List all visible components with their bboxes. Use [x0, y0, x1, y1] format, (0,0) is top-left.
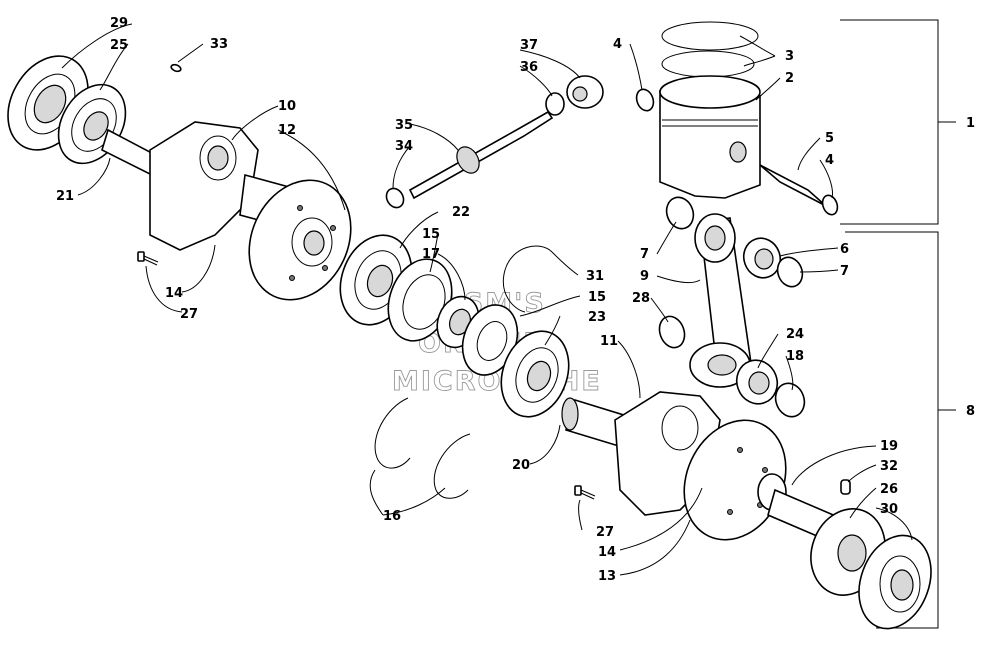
callout-15-right: 15	[588, 290, 606, 305]
callout-26: 26	[880, 482, 898, 497]
callout-labels: 1 2 3 4 4 5 6 7 7 8 9 10 11 12 13 14 14 …	[56, 16, 975, 584]
callout-18: 18	[786, 349, 804, 364]
callout-34: 34	[395, 139, 413, 154]
oil-seal-right	[858, 534, 932, 630]
callout-4-left: 4	[613, 37, 622, 52]
retaining-ring	[502, 245, 553, 313]
piston	[659, 90, 761, 199]
callout-5: 5	[825, 131, 834, 146]
callout-19: 19	[880, 439, 898, 454]
callout-6: 6	[840, 242, 849, 257]
callout-14-right: 14	[598, 545, 616, 560]
piston-ring-lower	[661, 50, 755, 78]
thrust-washer-upper-left	[665, 196, 695, 230]
center-components	[339, 234, 570, 499]
callout-13: 13	[598, 569, 616, 584]
piston-pin-bore	[729, 141, 747, 163]
callout-31: 31	[586, 269, 604, 284]
drive-bearing	[566, 75, 604, 109]
snap-ring-lower	[433, 433, 471, 499]
needle-bearing-large	[735, 359, 779, 405]
group-brackets	[840, 19, 956, 629]
callout-15-upper: 15	[422, 227, 440, 242]
callout-7-left: 7	[640, 247, 649, 262]
callout-37: 37	[520, 38, 538, 53]
thrust-washer-lower-left	[658, 315, 686, 349]
callout-27-left: 27	[180, 307, 198, 322]
screw-left	[137, 251, 159, 266]
callout-1: 1	[966, 116, 975, 131]
callout-23: 23	[588, 310, 606, 325]
pin-clip-left	[635, 88, 655, 112]
thrust-washer-upper-right	[776, 256, 804, 288]
callout-29: 29	[110, 16, 128, 31]
callout-21: 21	[56, 189, 74, 204]
callout-2: 2	[785, 71, 794, 86]
crank-pin-hole-left	[199, 135, 237, 181]
thrust-washer-lower-right	[774, 382, 806, 418]
pin-clip-right	[821, 194, 839, 216]
left-crank-half	[7, 55, 352, 301]
callout-4-right: 4	[825, 153, 834, 168]
drive-shaft-group	[385, 75, 604, 209]
connecting-rod-group	[658, 196, 806, 418]
piston-pin	[759, 164, 827, 207]
callout-27-right: 27	[596, 525, 614, 540]
crank-pin-hole-right	[661, 405, 699, 451]
bracket-piston-assembly	[840, 19, 939, 225]
callout-33: 33	[210, 37, 228, 52]
callout-7-right: 7	[840, 264, 849, 279]
callout-10: 10	[278, 99, 296, 114]
crank-flywheel-left	[248, 179, 352, 301]
drive-gear	[456, 146, 480, 174]
callout-28: 28	[632, 291, 650, 306]
pump-drive-shaft	[408, 110, 554, 200]
callout-12: 12	[278, 123, 296, 138]
dowel-pin	[840, 479, 851, 495]
splined-end	[561, 397, 579, 431]
main-bearing-right	[500, 330, 570, 418]
callout-8: 8	[966, 404, 975, 419]
drive-bushing	[545, 92, 565, 116]
callout-30: 30	[880, 502, 898, 517]
right-crank-half	[561, 391, 932, 630]
needle-bearing-small	[742, 237, 782, 279]
callout-11: 11	[600, 334, 618, 349]
callout-35: 35	[395, 118, 413, 133]
callout-36: 36	[520, 60, 538, 75]
callout-32: 32	[880, 459, 898, 474]
callout-9: 9	[640, 269, 649, 284]
bracket-crankshaft-assembly	[845, 231, 939, 629]
snap-ring-upper	[374, 397, 411, 469]
callout-24: 24	[786, 327, 804, 342]
callout-25: 25	[110, 38, 128, 53]
piston-ring-upper	[661, 21, 759, 51]
piston-group	[635, 21, 839, 216]
shaft-washer	[385, 187, 405, 209]
callout-17: 17	[422, 247, 440, 262]
callout-14-left: 14	[165, 286, 183, 301]
woodruff-key	[170, 63, 182, 73]
callout-16: 16	[383, 509, 401, 524]
callout-20: 20	[512, 458, 530, 473]
screw-right	[574, 485, 596, 500]
leader-lines	[61, 23, 913, 576]
crank-web-left	[149, 121, 259, 251]
callout-3: 3	[785, 49, 794, 64]
callout-22: 22	[452, 205, 470, 220]
